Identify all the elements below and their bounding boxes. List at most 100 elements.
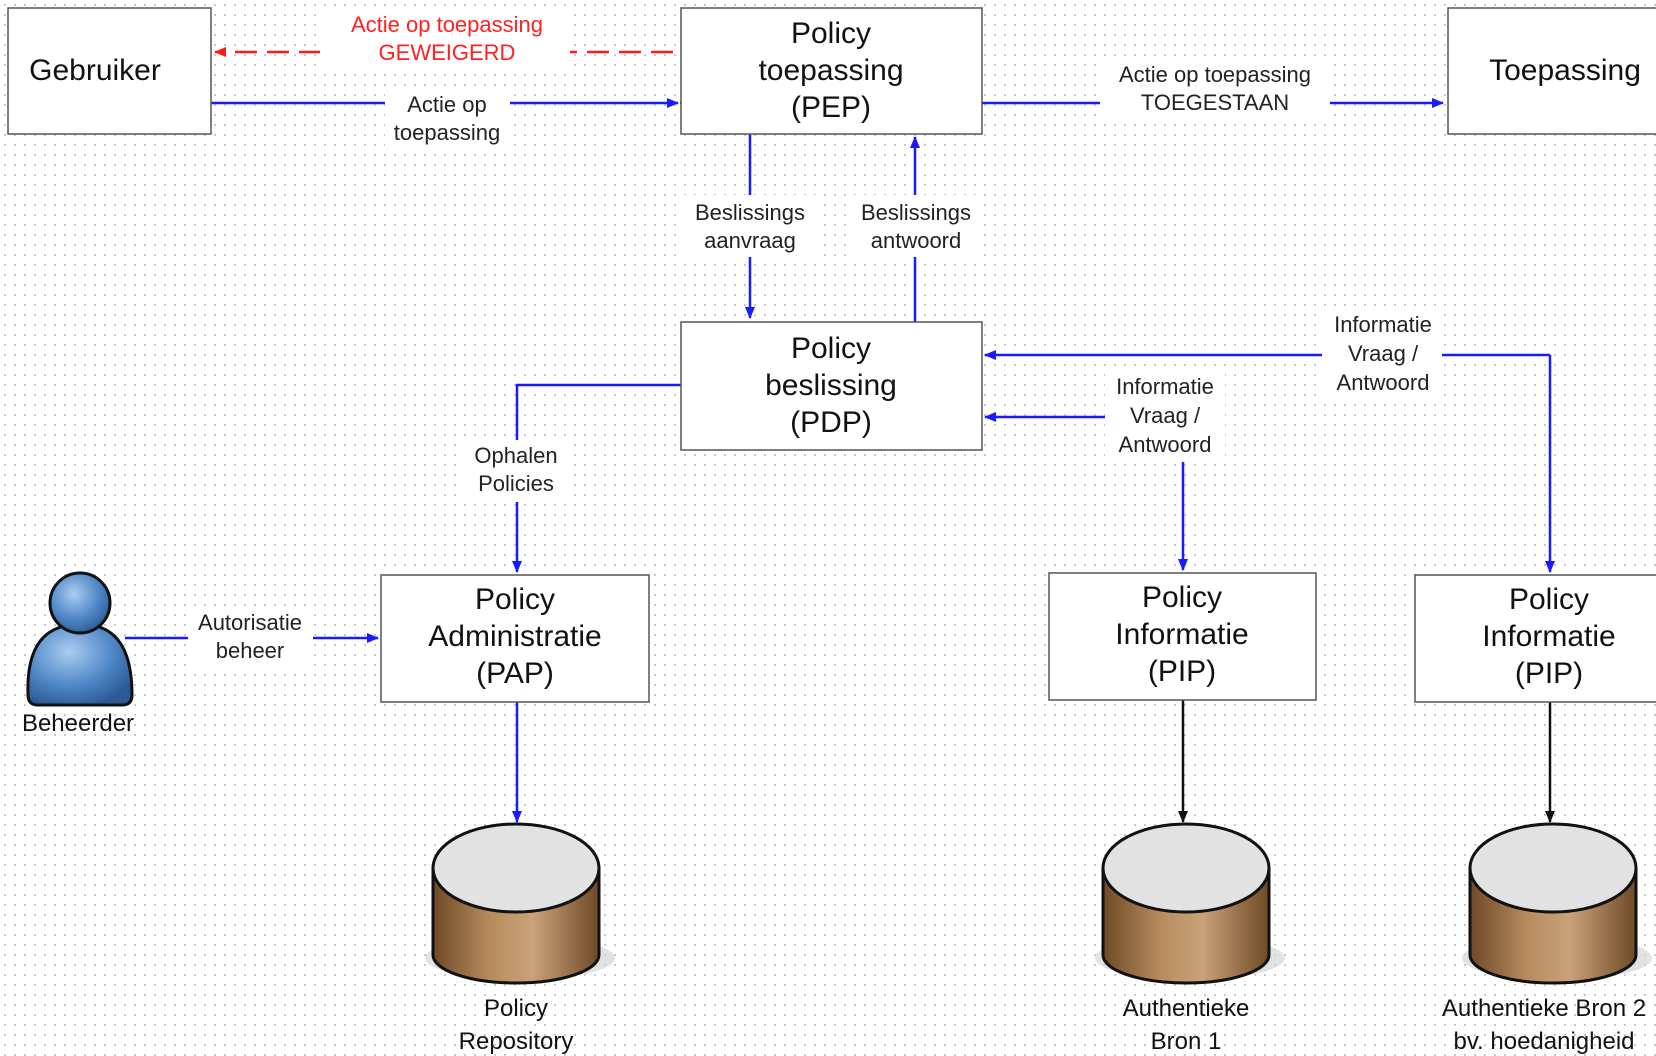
bron2-line-1: Authentieke Bron 2 [1442,995,1646,1022]
svg-text:TOEGESTAAN: TOEGESTAAN [1141,90,1289,115]
node-pdp: Policy beslissing (PDP) [680,321,983,451]
svg-text:aanvraag: aanvraag [704,228,796,253]
svg-text:Policy: Policy [1142,581,1222,614]
repository-line-2: Repository [459,1028,574,1055]
svg-text:toepassing: toepassing [758,54,903,87]
pdp-line-2: beslissing [765,369,897,402]
toepassing-title: Toepassing [1489,54,1641,87]
allowed-line-1: Actie op toepassing [1119,62,1311,87]
pdp-line-1: Policy [791,332,871,365]
label-info-1: Informatie Vraag / Antwoord [1105,370,1225,462]
info1-line-1: Informatie [1116,374,1214,399]
svg-text:Actie op toepassing: Actie op toepassing [351,12,543,37]
svg-text:Authentieke Bron 2: Authentieke Bron 2 [1442,995,1646,1022]
svg-text:Beslissings: Beslissings [695,200,805,225]
fetch-line-1: Ophalen [474,443,557,468]
svg-text:Informatie: Informatie [1115,618,1248,651]
database-icon [1095,822,1285,985]
svg-text:(PIP): (PIP) [1148,655,1216,688]
label-info-2: Informatie Vraag / Antwoord [1322,308,1442,400]
svg-text:(PAP): (PAP) [476,657,554,690]
svg-text:Antwoord: Antwoord [1119,432,1212,457]
svg-text:(PEP): (PEP) [791,91,871,124]
svg-text:bv. hoedanigheid: bv. hoedanigheid [1453,1028,1634,1055]
node-toepassing: Toepassing [1447,7,1656,135]
svg-text:Policy: Policy [475,583,555,616]
svg-text:Antwoord: Antwoord [1337,370,1430,395]
label-request: Beslissings aanvraag [683,195,818,257]
pep-line-3: (PEP) [791,91,871,124]
svg-text:Informatie: Informatie [1334,312,1432,337]
svg-text:Policy: Policy [1509,583,1589,616]
pip1-line-3: (PIP) [1148,655,1216,688]
svg-text:Authentieke: Authentieke [1123,995,1250,1022]
svg-text:Policy: Policy [484,995,548,1022]
database-icon [1462,822,1652,985]
repository-line-1: Policy [484,995,548,1022]
database-bron-2: Authentieke Bron 2 bv. hoedanigheid [1442,822,1652,1055]
svg-text:Beslissings: Beslissings [861,200,971,225]
info2-line-2: Vraag / [1348,341,1419,366]
svg-text:GEWEIGERD: GEWEIGERD [379,40,516,65]
database-repository: Policy Repository [425,822,615,1055]
allowed-line-2: TOEGESTAAN [1141,90,1289,115]
svg-text:Actie op: Actie op [407,92,487,117]
request-line-1: Beslissings [695,200,805,225]
node-gebruiker: Gebruiker [7,7,212,135]
authorization-line-1: Autorisatie [198,610,302,635]
svg-text:Bron 1: Bron 1 [1151,1028,1222,1055]
svg-text:toepassing: toepassing [394,120,500,145]
denied-line-2: GEWEIGERD [379,40,516,65]
node-pep: Policy toepassing (PEP) [680,7,983,135]
label-action: Actie op toepassing [385,88,510,148]
node-pip-2: Policy Informatie (PIP) [1414,574,1656,703]
svg-text:Vraag /: Vraag / [1348,341,1419,366]
svg-text:Policy: Policy [791,332,871,365]
database-bron-1: Authentieke Bron 1 [1095,822,1285,1055]
svg-text:Administratie: Administratie [428,620,601,653]
action-line-1: Actie op [407,92,487,117]
pip2-line-2: Informatie [1482,620,1615,653]
svg-text:Ophalen: Ophalen [474,443,557,468]
node-pip-1: Policy Informatie (PIP) [1048,572,1317,701]
svg-text:Informatie: Informatie [1116,374,1214,399]
svg-text:Repository: Repository [459,1028,574,1055]
svg-text:beheer: beheer [216,638,285,663]
pdp-line-3: (PDP) [790,406,872,439]
pap-line-1: Policy [475,583,555,616]
denied-line-1: Actie op toepassing [351,12,543,37]
beheerder-label: Beheerder [22,710,134,737]
svg-text:Toepassing: Toepassing [1489,54,1641,87]
pep-line-1: Policy [791,17,871,50]
actor-beheerder: Beheerder [22,571,134,737]
pip2-line-3: (PIP) [1515,657,1583,690]
svg-text:Gebruiker: Gebruiker [29,54,161,87]
pap-line-2: Administratie [428,620,601,653]
info1-line-3: Antwoord [1119,432,1212,457]
response-line-1: Beslissings [861,200,971,225]
label-response: Beslissings antwoord [850,195,982,257]
action-line-2: toepassing [394,120,500,145]
authorization-line-2: beheer [216,638,285,663]
pip2-line-1: Policy [1509,583,1589,616]
pip1-line-1: Policy [1142,581,1222,614]
gebruiker-title: Gebruiker [29,54,161,87]
info2-line-1: Informatie [1334,312,1432,337]
pip1-line-2: Informatie [1115,618,1248,651]
person-icon [26,571,134,707]
request-line-2: aanvraag [704,228,796,253]
pep-line-2: toepassing [758,54,903,87]
svg-text:antwoord: antwoord [871,228,962,253]
bron1-line-2: Bron 1 [1151,1028,1222,1055]
svg-text:(PDP): (PDP) [790,406,872,439]
svg-text:Vraag /: Vraag / [1130,403,1201,428]
label-denied: Actie op toepassing GEWEIGERD [320,8,570,66]
svg-text:Policies: Policies [478,471,554,496]
svg-text:(PIP): (PIP) [1515,657,1583,690]
info1-line-2: Vraag / [1130,403,1201,428]
svg-text:Autorisatie: Autorisatie [198,610,302,635]
edge-fetch-line [512,383,681,573]
label-fetch: Ophalen Policies [462,440,572,502]
label-authorization: Autorisatie beheer [188,608,313,668]
